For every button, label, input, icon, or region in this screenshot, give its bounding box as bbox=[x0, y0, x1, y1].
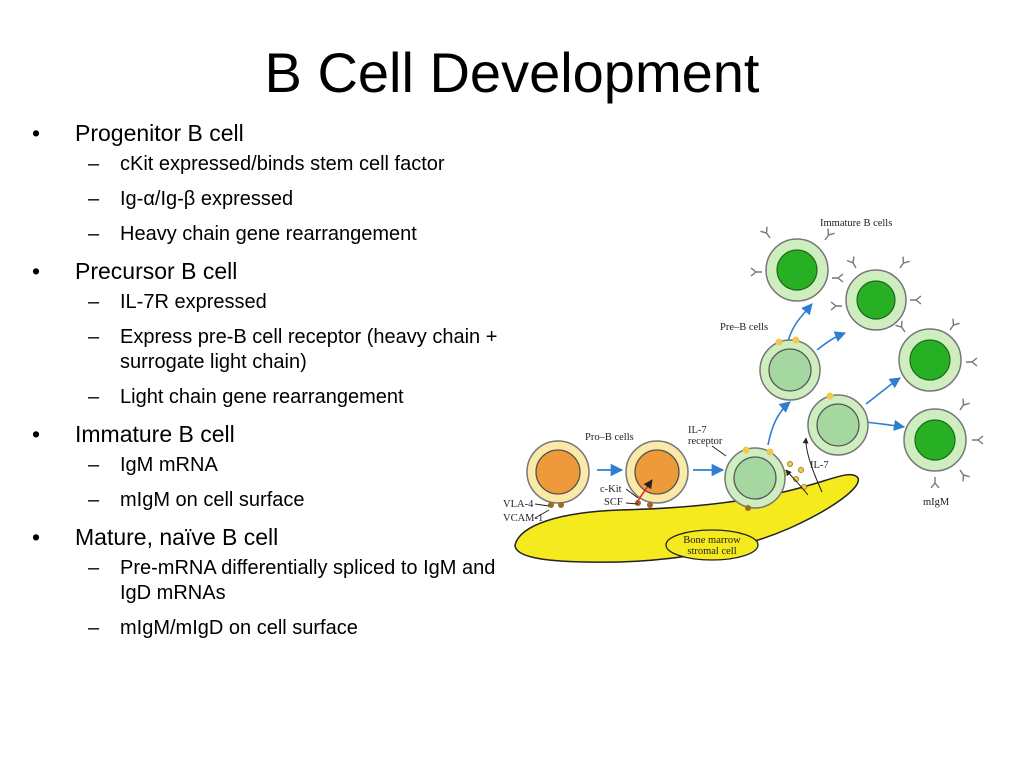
pre-b-cell bbox=[807, 392, 869, 456]
stromal-nucleus bbox=[665, 529, 759, 561]
label-ckit: c-Kit bbox=[600, 484, 622, 495]
dash-mark: – bbox=[88, 557, 100, 579]
immature-b-cell bbox=[750, 225, 844, 302]
dash-mark: – bbox=[88, 489, 100, 511]
dash-mark: – bbox=[88, 326, 100, 348]
immature-b-cell bbox=[903, 397, 984, 489]
bullet-dot: • bbox=[32, 120, 41, 146]
pre-b-cell bbox=[724, 446, 786, 511]
sub-bullet: –IgM mRNA bbox=[88, 454, 218, 476]
dash-mark: – bbox=[88, 386, 100, 408]
label-il7-receptor-1: IL-7 bbox=[688, 425, 707, 436]
bullet-precursor: •Precursor B cell bbox=[32, 258, 238, 284]
immature-b-cell bbox=[830, 255, 922, 331]
pre-b-cell bbox=[759, 336, 821, 401]
label-pro-b-cells: Pro–B cells bbox=[585, 432, 634, 443]
bullet-progenitor: •Progenitor B cell bbox=[32, 120, 244, 146]
label-vcam1: VCAM-1 bbox=[503, 513, 543, 524]
b-cell-development-diagram: Bone marrow stromal cell Pro–B cells VLA… bbox=[503, 218, 984, 563]
label-il7: IL-7 bbox=[810, 460, 829, 471]
dash-mark: – bbox=[88, 291, 100, 313]
pro-b-cell bbox=[625, 440, 689, 508]
slide-title: B Cell Development bbox=[264, 41, 760, 104]
sub-bullet: –mIgM/mIgD on cell surface bbox=[88, 617, 358, 639]
dash-mark: – bbox=[88, 153, 100, 175]
sub-bullet: –IL-7R expressed bbox=[88, 291, 267, 313]
sub-bullet: –mIgM on cell surface bbox=[88, 489, 305, 511]
bullet-dot: • bbox=[32, 524, 41, 550]
pro-b-cell bbox=[526, 440, 590, 508]
label-pre-b-cells: Pre–B cells bbox=[720, 322, 768, 333]
bullet-mature: •Mature, naïve B cell bbox=[32, 524, 279, 550]
label-il7-receptor-2: receptor bbox=[688, 436, 723, 447]
label-vla4: VLA-4 bbox=[503, 499, 534, 510]
dash-mark: – bbox=[88, 617, 100, 639]
dash-mark: – bbox=[88, 454, 100, 476]
label-immature-b-cells: Immature B cells bbox=[820, 218, 892, 229]
bullet-immature: •Immature B cell bbox=[32, 421, 235, 447]
sub-bullet: –Express pre-B cell receptor (heavy chai… bbox=[88, 326, 498, 373]
dash-mark: – bbox=[88, 223, 100, 245]
label-stromal-cell: stromal cell bbox=[687, 546, 736, 557]
il7-molecules bbox=[782, 460, 808, 490]
sub-bullet: –Ig-α/Ig-β expressed bbox=[88, 188, 294, 210]
bullet-list: •Progenitor B cell –cKit expressed/binds… bbox=[30, 116, 500, 651]
bullet-dot: • bbox=[32, 421, 41, 447]
label-bone-marrow: Bone marrow bbox=[683, 535, 741, 546]
sub-bullet: –Heavy chain gene rearrangement bbox=[88, 223, 417, 245]
sub-bullet: –Pre-mRNA differentially spliced to IgM … bbox=[88, 557, 496, 604]
sub-bullet: –Light chain gene rearrangement bbox=[88, 386, 404, 408]
label-migm: mIgM bbox=[923, 497, 950, 508]
dash-mark: – bbox=[88, 188, 100, 210]
bullet-dot: • bbox=[32, 258, 41, 284]
label-scf: SCF bbox=[604, 497, 623, 508]
immature-b-cell bbox=[894, 317, 978, 392]
sub-bullet: –cKit expressed/binds stem cell factor bbox=[88, 153, 445, 175]
